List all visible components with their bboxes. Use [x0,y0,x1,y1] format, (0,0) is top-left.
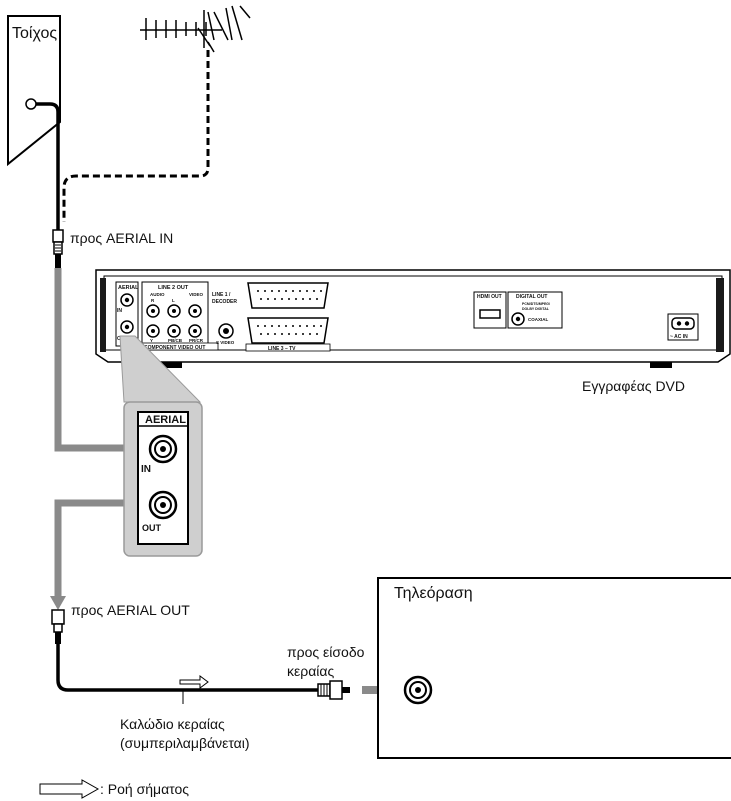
aerial-out-label: προς AERIAL OUT [71,602,190,618]
cable-label-2: (συμπεριλαμβάνεται) [120,735,250,751]
panel-dolby: DOLBY DIGITAL [522,307,550,311]
panel-aerial: AERIAL [118,285,139,291]
aerial-out-plug-icon [51,609,65,644]
zoom-aerial-label: AERIAL [145,414,186,426]
panel-pcm-dts: PCM/DTS/MPEG/ [522,302,550,306]
panel-pbcb: PB/CB [168,338,183,343]
panel-s-video: S VIDEO [216,340,235,345]
signal-path-in [54,268,132,452]
signal-path-out [54,499,140,602]
tv-input-label-1: προς είσοδο [287,644,365,660]
tv-label: Τηλεόραση [394,585,473,602]
panel-in-text: IN [117,308,122,314]
tv: Τηλεόραση [377,577,731,759]
antenna-icon [140,5,251,53]
dvd-recorder: AERIAL IN OUT LINE 2 OUT AUDIO VIDEO R L… [95,269,731,368]
scart-connector-1 [247,282,329,309]
wall: Τοίχος [7,15,61,167]
panel-ac-in: ~ AC IN [670,334,688,340]
zoom-out-label: OUT [142,523,162,533]
panel-line2-out: LINE 2 OUT [158,285,189,291]
panel-video: VIDEO [189,292,204,297]
aerial-zoom-panel: AERIAL IN OUT [123,401,203,557]
zoom-in-label: IN [141,464,151,475]
panel-l: L [172,298,175,303]
panel-line1-decoder-1: LINE 1 / [212,292,231,298]
cable-label-1: Καλώδιο κεραίας [120,716,225,732]
panel-component-video-out: COMPONENT VIDEO OUT [144,345,205,351]
legend-arrow-icon [39,779,100,799]
wall-socket-icon [25,98,37,110]
wall-label: Τοίχος [12,25,57,42]
signal-arrow-out [50,596,66,610]
aerial-in-plug-icon [52,229,64,268]
tv-input-label-2: κεραίας [287,663,335,679]
tv-plug-icon [317,680,350,700]
zoom-callout-wedge [119,335,202,403]
scart-connector-2 [247,317,329,344]
panel-hdmi-out: HDMI OUT [477,294,502,300]
tv-cable [56,644,318,692]
panel-audio: AUDIO [150,292,165,297]
panel-line3-tv: LINE 3 – TV [268,346,296,352]
ac-inlet [671,317,695,330]
panel-r: R [151,298,155,303]
legend-label: : Ροή σήματος [100,781,189,797]
panel-line1-decoder-2: DECODER [212,299,237,305]
dvd-recorder-label: Εγγραφέας DVD [582,378,685,394]
antenna-cable [62,50,210,222]
panel-coaxial: COAXIAL [528,317,549,322]
signal-flow-arrow [179,675,209,689]
panel-y: Y [150,338,153,343]
aerial-in-label: προς AERIAL IN [70,230,173,246]
wall-cable [36,102,60,230]
panel-digital-out: DIGITAL OUT [516,294,547,300]
panel-prcr: PR/CR [189,338,204,343]
hdmi-port [479,309,501,319]
